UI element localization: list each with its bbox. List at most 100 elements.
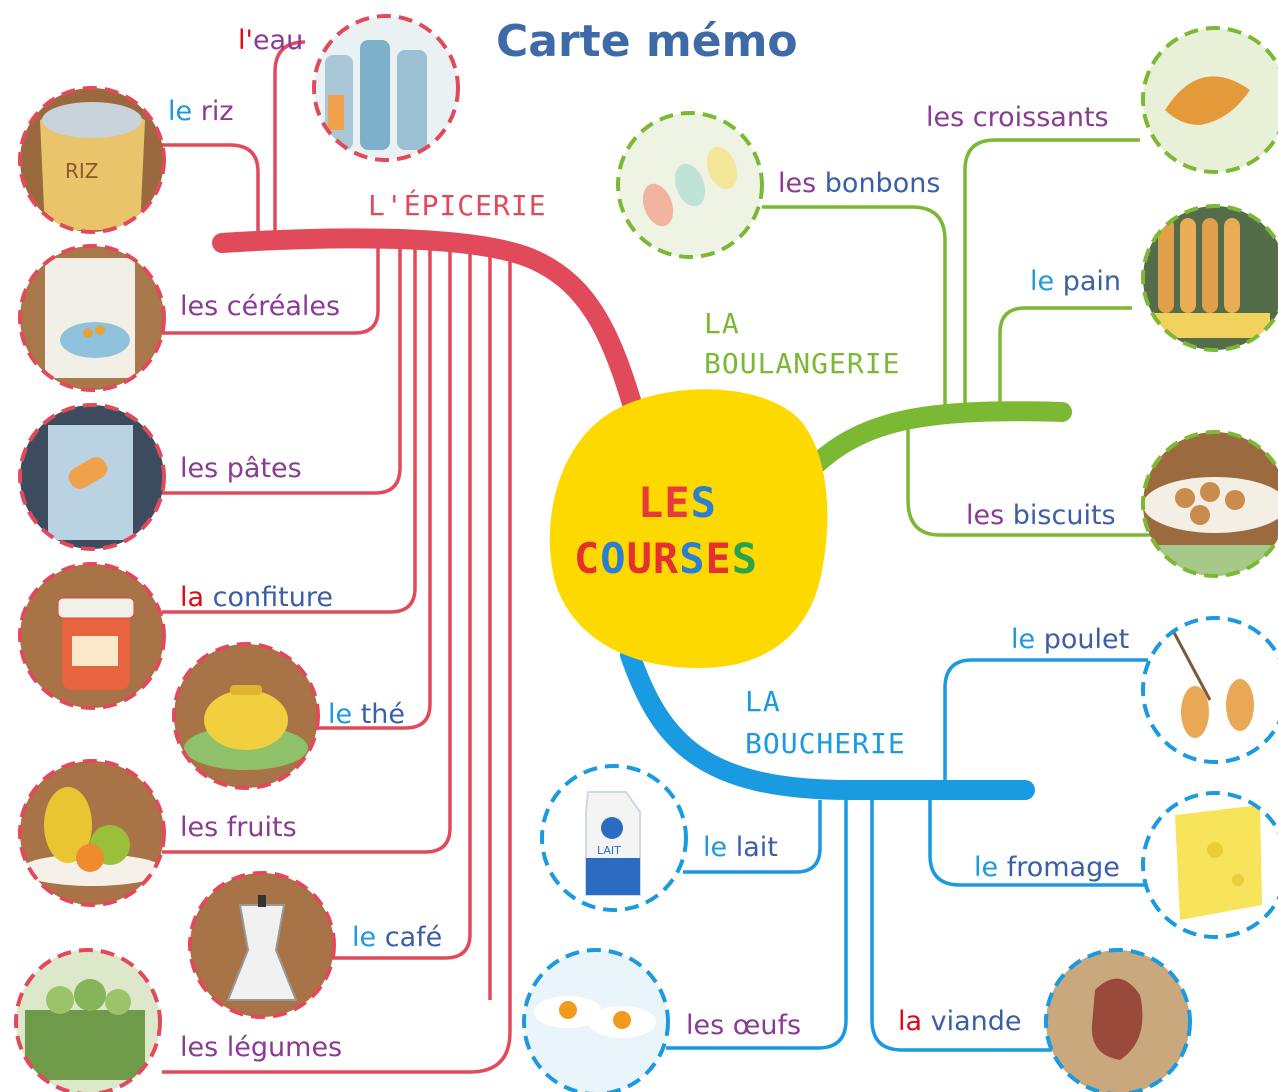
label-cereales: les céréales: [180, 293, 340, 320]
article: les: [180, 1032, 219, 1063]
word: viande: [930, 1006, 1022, 1037]
epicerie-connectors: [160, 40, 512, 1074]
label-oeufs: les œufs: [686, 1012, 801, 1039]
boulangerie-branch-label-1: LA: [704, 307, 740, 340]
word: céréales: [226, 291, 341, 322]
biscuits-frame: [1141, 430, 1278, 578]
riz-tag: RIZ: [65, 159, 99, 183]
word: fromage: [1006, 852, 1120, 883]
pates-frame: [18, 403, 166, 551]
label-pain: le pain: [1030, 268, 1121, 295]
boucherie-connectors: [666, 658, 1148, 1052]
center-title-line2: COURSES: [574, 534, 758, 583]
fromage-picture: [1143, 793, 1278, 937]
word: œufs: [732, 1010, 802, 1041]
legumes-picture: [16, 950, 160, 1092]
article: la: [898, 1006, 923, 1037]
fromage-frame: [1141, 791, 1278, 939]
word: lait: [735, 832, 778, 863]
oeufs-frame: [522, 948, 670, 1092]
riz-picture: RIZ: [20, 88, 164, 232]
article: le: [1030, 266, 1055, 297]
boucherie-branch-label-1: LA: [745, 685, 781, 718]
boucherie-branch-label-2: BOUCHERIE: [745, 727, 906, 760]
label-confiture: la confiture: [180, 584, 333, 611]
word: croissants: [972, 102, 1109, 133]
epicerie-branch-label: L'ÉPICERIE: [368, 189, 547, 222]
boulangerie-branch: [798, 401, 1072, 482]
article: les: [180, 453, 219, 484]
label-the: le thé: [328, 701, 405, 728]
the-picture: [174, 644, 318, 788]
center-line2-letter: S: [679, 534, 706, 583]
confiture-frame: [18, 562, 166, 710]
croissants-picture: [1143, 28, 1278, 172]
article: le: [974, 852, 999, 883]
word: biscuits: [1012, 500, 1116, 531]
cafe-picture: [190, 873, 334, 1017]
lait-frame: [540, 764, 688, 912]
fruits-picture: [20, 761, 164, 905]
article: les: [966, 500, 1005, 531]
word: bonbons: [824, 168, 941, 199]
article: le: [1011, 624, 1036, 655]
eau-frame: [312, 14, 460, 162]
fruits-frame: [18, 759, 166, 907]
center-blob: [549, 389, 828, 668]
word: café: [384, 922, 443, 953]
word: fruits: [226, 812, 297, 843]
word: confiture: [212, 582, 333, 613]
center-line2-letter: O: [600, 534, 627, 583]
viande-picture: [1046, 950, 1190, 1092]
eau-picture: [314, 16, 458, 160]
bonbons-picture: [618, 113, 762, 257]
label-poulet: le poulet: [1011, 626, 1129, 653]
word: légumes: [226, 1032, 343, 1063]
article: le: [168, 96, 193, 127]
bonbons-frame: [616, 111, 764, 259]
boucherie-branch: [620, 645, 1035, 800]
label-cafe: le café: [352, 924, 442, 951]
word: pain: [1062, 266, 1122, 297]
confiture-picture: [20, 564, 164, 708]
cereales-picture: [20, 246, 164, 390]
croissants-frame: [1141, 26, 1278, 174]
viande-frame: [1044, 948, 1192, 1092]
biscuits-picture: [1143, 432, 1278, 576]
label-biscuits: les biscuits: [966, 502, 1116, 529]
pain-picture: [1143, 206, 1278, 350]
page-title: Carte mémo: [496, 16, 798, 67]
center-line1-letter: S: [690, 478, 717, 527]
label-fromage: le fromage: [974, 854, 1120, 881]
center-line1-letter: L: [638, 478, 665, 527]
cereales-frame: [18, 244, 166, 392]
center-line1-letter: E: [664, 478, 691, 527]
label-pates: les pâtes: [180, 455, 302, 482]
lait-tag: LAIT: [597, 844, 621, 857]
article: les: [778, 168, 817, 199]
article: le: [703, 832, 728, 863]
poulet-picture: [1143, 618, 1278, 762]
epicerie-branch: [212, 228, 650, 440]
article: les: [180, 812, 219, 843]
cafe-frame: [188, 871, 336, 1019]
oeufs-picture: [524, 950, 668, 1092]
word: pâtes: [226, 453, 302, 484]
pates-picture: [20, 405, 164, 549]
word: eau: [252, 25, 304, 56]
riz-frame: [18, 86, 166, 234]
label-riz: le riz: [168, 98, 234, 125]
article: la: [180, 582, 205, 613]
word: riz: [200, 96, 234, 127]
label-fruits: les fruits: [180, 814, 297, 841]
word: poulet: [1043, 624, 1130, 655]
center-line2-letter: U: [626, 534, 653, 583]
article: les: [686, 1010, 725, 1041]
lait-picture: LAIT: [542, 766, 686, 910]
article: le: [328, 699, 353, 730]
article: les: [180, 291, 219, 322]
label-legumes: les légumes: [180, 1034, 342, 1061]
poulet-frame: [1141, 616, 1278, 764]
the-frame: [172, 642, 320, 790]
